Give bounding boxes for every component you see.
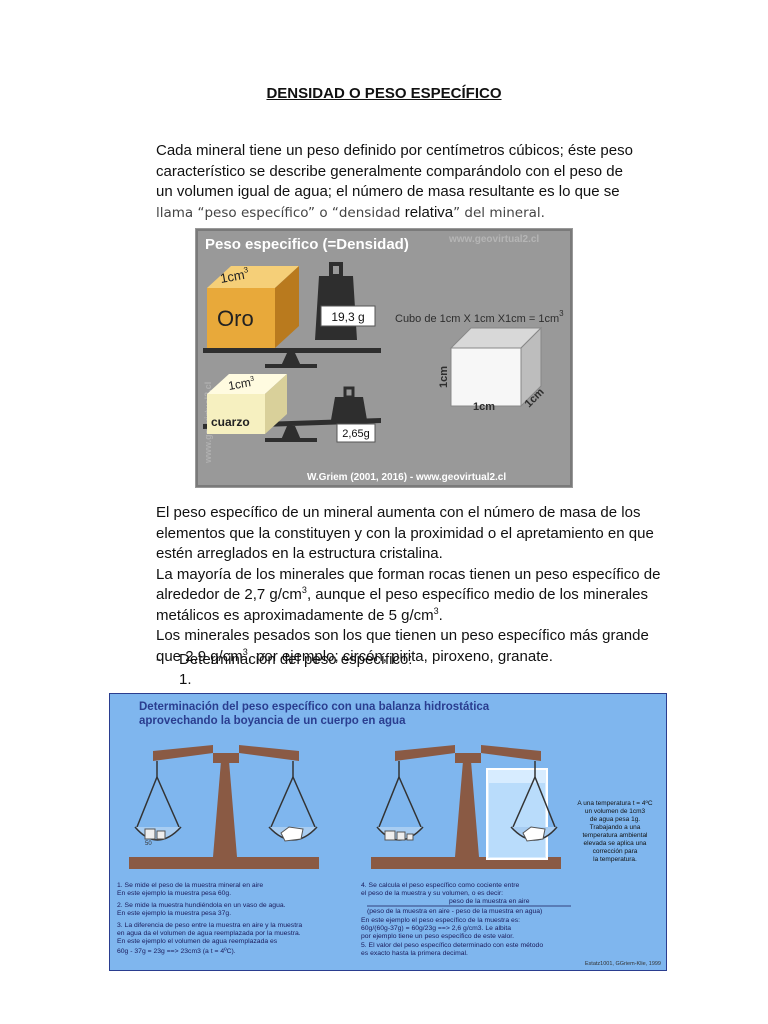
svg-text:En este ejemplo la muestra pes: En este ejemplo la muestra pesa 60g. bbox=[117, 890, 231, 897]
body-sentence-2a: La mayoría de los minerales que forman r… bbox=[156, 565, 661, 604]
figure1-header: Peso especifico (=Densidad) bbox=[205, 236, 409, 253]
page-title: DENSIDAD O PESO ESPECÍFICO bbox=[266, 85, 502, 102]
intro-line-4a: llama “peso específico” o “densidad bbox=[156, 204, 405, 221]
body-sentence-3a: Los minerales pesados son los que tienen… bbox=[156, 627, 649, 665]
intro-line-3: un volumen igual de agua; el número de m… bbox=[156, 183, 620, 200]
svg-text:Trabajando a una: Trabajando a una bbox=[590, 824, 641, 831]
cube-caption: Cubo de 1cm X 1cm X1cm = 1cm3 bbox=[395, 309, 564, 325]
svg-text:3. La diferencia de peso entre: 3. La diferencia de peso entre la muestr… bbox=[117, 922, 302, 929]
svg-text:En este ejemplo el volumen de: En este ejemplo el volumen de agua reemp… bbox=[117, 938, 278, 945]
svg-text:es exacto hasta la primera dec: es exacto hasta la primera decimal. bbox=[361, 950, 468, 957]
density-figure: Peso especifico (=Densidad) www.geovirtu… bbox=[195, 228, 573, 488]
intro-line-4c: ” del mineral. bbox=[453, 204, 545, 221]
svg-text:la temperatura.: la temperatura. bbox=[593, 856, 637, 863]
svg-text:de agua pesa 1g.: de agua pesa 1g. bbox=[590, 816, 640, 823]
svg-text:60g - 37g = 23g ==> 23cm3 (a t: 60g - 37g = 23g ==> 23cm3 (a t = 4ºC). bbox=[117, 948, 236, 955]
quartz-label: cuarzo bbox=[211, 415, 250, 429]
quartz-cube-top bbox=[207, 374, 287, 394]
gold-cube-top bbox=[207, 266, 299, 288]
figure1-watermark-top: www.geovirtual2.cl bbox=[448, 234, 539, 245]
svg-text:el peso de la muestra y su vol: el peso de la muestra y su volumen, o es… bbox=[361, 890, 503, 897]
body-paragraph: El peso específico de un mineral aumenta… bbox=[156, 504, 661, 665]
figure2-credit: Estatz1001, GGriem-Klie, 1999 bbox=[585, 961, 661, 967]
cube-side-bottom: 1cm bbox=[473, 401, 495, 413]
hydrostatic-balance-figure: Determinación del peso específico con un… bbox=[109, 693, 667, 971]
intro-line-4b: relativa bbox=[404, 203, 454, 221]
gold-cube bbox=[207, 288, 275, 348]
svg-text:en agua da el volumen de agua: en agua da el volumen de agua reemplazad… bbox=[117, 930, 301, 937]
dash-list-item: -Determinación del peso específico: bbox=[156, 651, 413, 668]
intro-line-2: característico se describe generalmente … bbox=[156, 162, 623, 180]
left-balance: 50 bbox=[129, 745, 319, 869]
steps-left: 1. Se mide el peso de la muestra mineral… bbox=[117, 882, 302, 955]
svg-text:60g/(60g-37g) = 60g/23g ==> 2,: 60g/(60g-37g) = 60g/23g ==> 2,6 g/cm3. L… bbox=[361, 925, 511, 932]
svg-text:En este ejemplo el peso especí: En este ejemplo el peso específico de la… bbox=[361, 917, 520, 924]
svg-text:peso de la muestra en aire: peso de la muestra en aire bbox=[449, 898, 530, 905]
svg-text:2. Se mide la muestra hundiénd: 2. Se mide la muestra hundiéndola en un … bbox=[117, 902, 286, 909]
svg-text:A una temperatura t = 4ºC: A una temperatura t = 4ºC bbox=[577, 800, 652, 807]
quartz-cube bbox=[207, 394, 265, 434]
svg-text:En este ejemplo la muestra pes: En este ejemplo la muestra pesa 37g. bbox=[117, 910, 231, 917]
numbered-list-item: 1. bbox=[179, 671, 192, 688]
body-sentence-2b: , aunque el peso específico medio de los… bbox=[156, 586, 648, 624]
svg-text:corrección para: corrección para bbox=[593, 848, 638, 855]
figure2-title-line2: aprovechando la boyancia de un cuerpo en… bbox=[139, 715, 406, 727]
svg-text:temperatura ambiental: temperatura ambiental bbox=[582, 832, 648, 839]
svg-text:un volumen de 1cm3: un volumen de 1cm3 bbox=[585, 808, 646, 815]
figure1-credit: W.Griem (2001, 2016) - www.geovirtual2.c… bbox=[307, 472, 506, 483]
figure2-title-line1: Determinación del peso específico con un… bbox=[139, 701, 490, 713]
gold-volume-label: 1cm3 bbox=[219, 265, 251, 286]
svg-text:por ejemplo tiene un peso espe: por ejemplo tiene un peso específico de … bbox=[361, 933, 514, 940]
quartz-weight-value: 2,65g bbox=[342, 428, 370, 440]
right-balance bbox=[371, 745, 561, 869]
gold-cube-side bbox=[275, 266, 299, 348]
unit-cube bbox=[450, 347, 522, 407]
intro-line-1: Cada mineral tiene un peso definido por … bbox=[156, 142, 633, 159]
svg-text:(peso de la muestra en aire -: (peso de la muestra en aire - peso de la… bbox=[367, 908, 542, 915]
cube-side-left: 1cm bbox=[438, 366, 450, 388]
svg-text:4. Se calcula el peso específi: 4. Se calcula el peso específico como co… bbox=[361, 882, 520, 889]
svg-text:elevada se aplica una: elevada se aplica una bbox=[584, 840, 647, 847]
gold-weight-box bbox=[320, 305, 376, 327]
gold-label: Oro bbox=[217, 306, 254, 331]
quartz-volume-label: 1cm3 bbox=[227, 375, 256, 393]
body-sentence-3b: , por ejemplo; circón, pirita, piroxeno,… bbox=[247, 647, 553, 665]
quartz-cube-side bbox=[265, 374, 287, 434]
steps-right: 4. Se calcula el peso específico como co… bbox=[361, 882, 571, 957]
quartz-weight-box bbox=[336, 423, 376, 443]
svg-text:5. El valor del peso específic: 5. El valor del peso específico determin… bbox=[361, 942, 543, 949]
quartz-weight-icon bbox=[331, 397, 367, 420]
left-weight-label: 50 bbox=[145, 841, 152, 847]
gold-balance-beam bbox=[203, 348, 381, 353]
svg-text:1. Se mide el peso de la muest: 1. Se mide el peso de la muestra mineral… bbox=[117, 882, 263, 889]
gold-weight-value: 19,3 g bbox=[331, 310, 364, 324]
left-mineral-sample bbox=[280, 826, 304, 842]
body-sentence-1: El peso específico de un mineral aumenta… bbox=[156, 504, 654, 562]
intro-paragraph: Cada mineral tiene un peso definido por … bbox=[156, 141, 661, 223]
right-mineral-sample bbox=[522, 826, 546, 842]
temperature-note: A una temperatura t = 4ºC un volumen de … bbox=[577, 800, 652, 863]
